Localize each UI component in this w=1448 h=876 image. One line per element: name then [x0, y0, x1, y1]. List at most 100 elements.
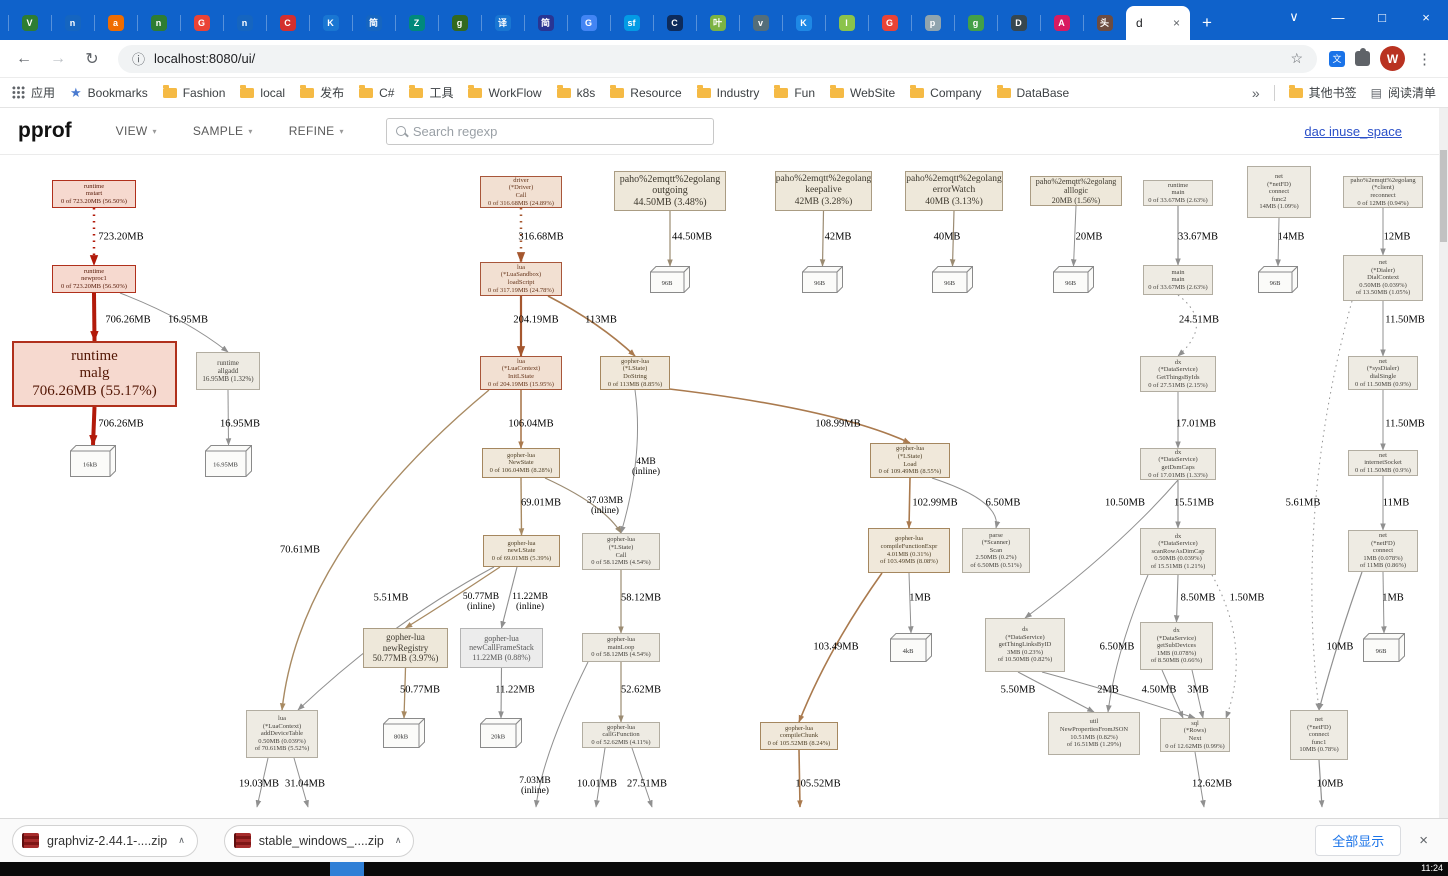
chevron-up-icon[interactable]: ∧: [394, 835, 402, 845]
browser-tab[interactable]: A: [1040, 6, 1083, 40]
scrollbar-thumb[interactable]: [1440, 150, 1447, 242]
bookmark-item[interactable]: Industry: [696, 84, 759, 100]
profile-avatar[interactable]: W: [1380, 46, 1405, 71]
browser-tab[interactable]: v: [739, 6, 782, 40]
browser-tab[interactable]: Z: [395, 6, 438, 40]
menu-view[interactable]: VIEW▾: [116, 124, 157, 138]
browser-tab[interactable]: g: [954, 6, 997, 40]
chevron-up-icon[interactable]: ∧: [178, 835, 185, 845]
bookmark-item[interactable]: Fun: [774, 84, 815, 100]
graph-sink-s11[interactable]: 96B: [1363, 633, 1405, 662]
extension-icon[interactable]: [1355, 48, 1370, 66]
download-item[interactable]: graphviz-2.44.1-....zip∧: [12, 824, 198, 857]
browser-tab[interactable]: V: [8, 6, 51, 40]
browser-tab[interactable]: C: [653, 6, 696, 40]
search-box[interactable]: [385, 117, 714, 145]
menu-refine[interactable]: REFINE▾: [289, 124, 344, 138]
browser-tab[interactable]: n: [223, 6, 266, 40]
search-input[interactable]: [412, 123, 704, 139]
browser-tab[interactable]: G: [567, 6, 610, 40]
translate-icon[interactable]: 文: [1329, 50, 1345, 67]
back-icon[interactable]: ←: [16, 49, 32, 67]
browser-tab[interactable]: n: [137, 6, 180, 40]
graph-sink-s4[interactable]: 96B: [1053, 266, 1094, 293]
graph-sink-s10[interactable]: 20kB: [480, 718, 522, 748]
bookmark-star-icon[interactable]: ☆: [1290, 50, 1303, 66]
browser-tab[interactable]: K: [782, 6, 825, 40]
browser-tab[interactable]: 简: [524, 6, 567, 40]
graph-sink-s9[interactable]: 80kB: [383, 718, 425, 748]
active-tab[interactable]: d×: [1126, 6, 1190, 40]
browser-tab[interactable]: 叶: [696, 6, 739, 40]
bookmark-item[interactable]: 应用: [12, 84, 55, 101]
address-bar[interactable]: ⓘ localhost:8080/ui/ ☆: [118, 44, 1317, 73]
maximize-button[interactable]: □: [1378, 9, 1386, 25]
downloads-close-icon[interactable]: ×: [1419, 832, 1428, 849]
browser-tab[interactable]: l: [825, 6, 868, 40]
browser-tab[interactable]: D: [997, 6, 1040, 40]
tab-search-icon[interactable]: ∨: [1289, 9, 1299, 24]
page-info-icon[interactable]: ⓘ: [132, 52, 146, 67]
graph-sink-s7[interactable]: 16.95MB: [205, 445, 252, 477]
bookmark-item[interactable]: 其他书签: [1288, 84, 1357, 101]
browser-tab[interactable]: a: [94, 6, 137, 40]
bookmark-item[interactable]: Fashion: [162, 84, 225, 100]
browser-tab[interactable]: 简: [352, 6, 395, 40]
bookmark-item[interactable]: WebSite: [830, 84, 895, 100]
graph-sink-s8[interactable]: 4kB: [890, 633, 932, 662]
bookmark-item[interactable]: ★Bookmarks: [70, 85, 148, 101]
bookmark-item[interactable]: DataBase: [996, 84, 1069, 100]
bookmark-item[interactable]: 工具: [409, 84, 453, 101]
browser-tab[interactable]: p: [911, 6, 954, 40]
browser-tab[interactable]: K: [309, 6, 352, 40]
url-text[interactable]: localhost:8080/ui/: [154, 51, 256, 66]
show-all-downloads-button[interactable]: 全部显示: [1315, 825, 1402, 856]
browser-tab[interactable]: G: [868, 6, 911, 40]
forward-icon[interactable]: →: [50, 49, 66, 67]
profile-link[interactable]: dac inuse_space: [1304, 123, 1402, 139]
browser-tab[interactable]: g: [438, 6, 481, 40]
browser-tab[interactable]: 译: [481, 6, 524, 40]
graph-sink-s3[interactable]: 96B: [932, 266, 973, 293]
vertical-scrollbar[interactable]: [1439, 108, 1448, 818]
graph-sink-s1[interactable]: 96B: [650, 266, 690, 293]
bookmark-item[interactable]: local: [240, 84, 285, 100]
windows-taskbar[interactable]: 11:24: [0, 862, 1448, 876]
bookmark-item[interactable]: Resource: [610, 84, 682, 100]
menu-sample[interactable]: SAMPLE▾: [193, 124, 253, 138]
browser-tab[interactable]: G: [180, 6, 223, 40]
bookmark-item[interactable]: Company: [910, 84, 982, 100]
reload-icon[interactable]: ↻: [85, 50, 99, 68]
graph-sink-s5[interactable]: 96B: [1258, 266, 1298, 293]
browser-tab[interactable]: 头: [1083, 6, 1126, 40]
bookmarks-overflow-icon[interactable]: »: [1251, 84, 1260, 101]
